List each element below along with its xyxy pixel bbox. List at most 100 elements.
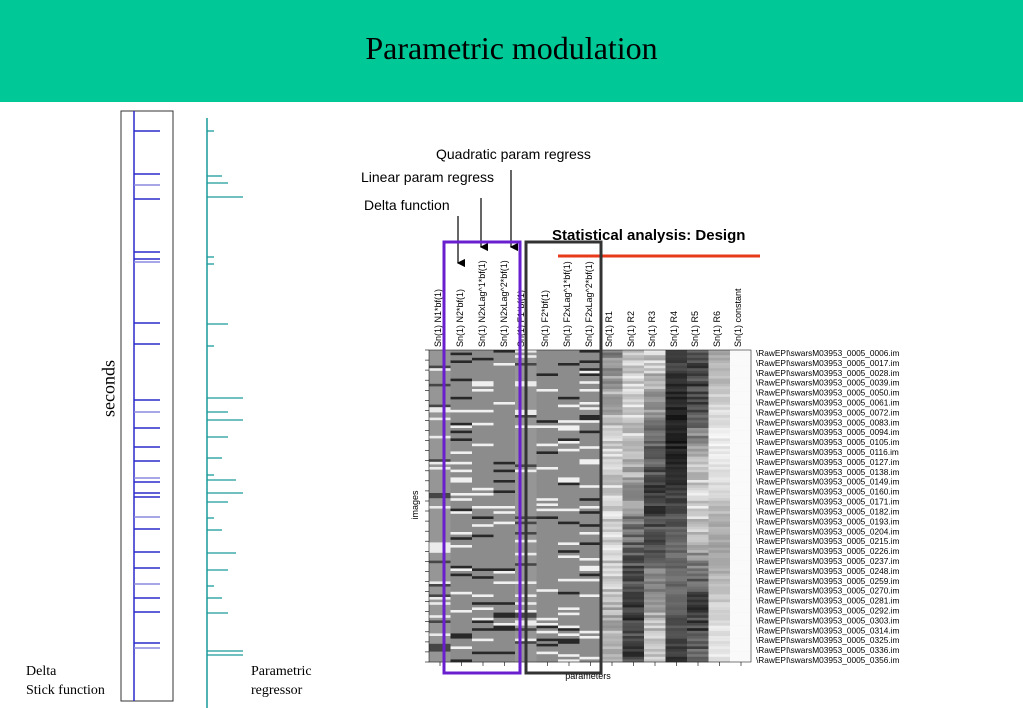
matrix-cell [665,438,688,442]
matrix-cell [601,537,623,541]
matrix-cell [493,560,516,564]
matrix-cell [536,617,559,621]
matrix-cell [601,428,623,431]
matrix-cell [644,350,666,353]
matrix-cell [708,584,731,587]
matrix-cell [429,656,451,660]
matrix-cell [644,500,666,504]
matrix-cell [708,591,731,595]
matrix-cell [730,620,752,624]
matrix-cell [429,381,451,385]
matrix-cell [450,443,473,447]
matrix-cell [558,370,580,374]
matrix-cell [687,651,709,655]
matrix-cell [665,399,688,403]
matrix-cell [644,474,666,478]
matrix-cell [429,508,451,512]
matrix-cell [644,581,666,585]
matrix-cell [601,394,623,398]
matrix-cell [665,464,688,468]
matrix-cell [644,472,666,476]
matrix-cell [665,435,688,439]
matrix-cell [450,584,473,587]
matrix-cell [622,638,645,642]
matrix-cell [644,620,666,624]
matrix-cell [493,355,516,359]
matrix-cell [472,584,494,587]
matrix-cell [558,415,580,418]
matrix-cell [708,498,731,502]
matrix-cell [558,409,580,413]
matrix-cell [730,552,752,556]
matrix-cell [665,628,688,632]
matrix-cell [579,454,602,457]
matrix-cell [665,521,688,525]
matrix-cell [687,594,709,598]
matrix-cell [730,643,752,647]
matrix-cell [450,396,473,400]
matrix-cell [622,386,645,390]
matrix-cell [472,641,494,645]
matrix-cell [708,547,731,551]
matrix-cell [622,441,645,444]
matrix-cell [429,438,451,442]
matrix-cell [472,438,494,442]
row-label: \RawEPI\swarsM03953_0005_0292.im [756,606,900,616]
matrix-cell [558,357,580,361]
matrix-cell [472,649,494,652]
matrix-cell [708,529,731,533]
matrix-cell [579,550,602,554]
matrix-cell [472,477,494,481]
matrix-cell [708,563,731,567]
matrix-cell [665,448,688,452]
column-label: Sn(1) R5 [690,311,700,347]
matrix-cell [472,391,494,395]
matrix-cell [493,352,516,356]
matrix-cell [665,594,688,598]
matrix-cell [687,417,709,421]
matrix-cell [601,448,623,452]
matrix-cell [665,563,688,567]
matrix-cell [429,581,451,585]
row-label: \RawEPI\swarsM03953_0005_0193.im [756,516,900,526]
matrix-cell [450,495,473,499]
matrix-cell [429,446,451,450]
matrix-cell [687,459,709,463]
matrix-cell [493,578,516,582]
matrix-cell [579,576,602,580]
matrix-cell [622,402,645,405]
matrix-cell [493,422,516,426]
matrix-cell [644,381,666,385]
matrix-cell [429,565,451,569]
matrix-cell [472,402,494,405]
matrix-cell [450,638,473,642]
matrix-cell [708,446,731,450]
matrix-cell [665,511,688,515]
matrix-cell [472,573,494,577]
matrix-cell [687,636,709,639]
matrix-cell [493,368,516,372]
matrix-cell [493,451,516,455]
matrix-cell [644,485,666,489]
matrix-cell [730,456,752,460]
matrix-cell [665,638,688,642]
matrix-cell [601,461,623,465]
matrix-cell [579,560,602,564]
matrix-cell [536,461,559,465]
matrix-cell [730,461,752,465]
matrix-cell [687,485,709,489]
matrix-cell [536,415,559,418]
matrix-cell [429,378,451,382]
matrix-cell [579,506,602,509]
matrix-cell [558,513,580,517]
matrix-cell [429,451,451,455]
matrix-cell [536,407,559,411]
matrix-cell [536,607,559,611]
matrix-cell [665,480,688,483]
matrix-cell [450,516,473,520]
matrix-cell [536,435,559,439]
matrix-cell [558,610,580,613]
matrix-cell [687,524,709,528]
matrix-cell [558,480,580,483]
matrix-cell [687,555,709,559]
